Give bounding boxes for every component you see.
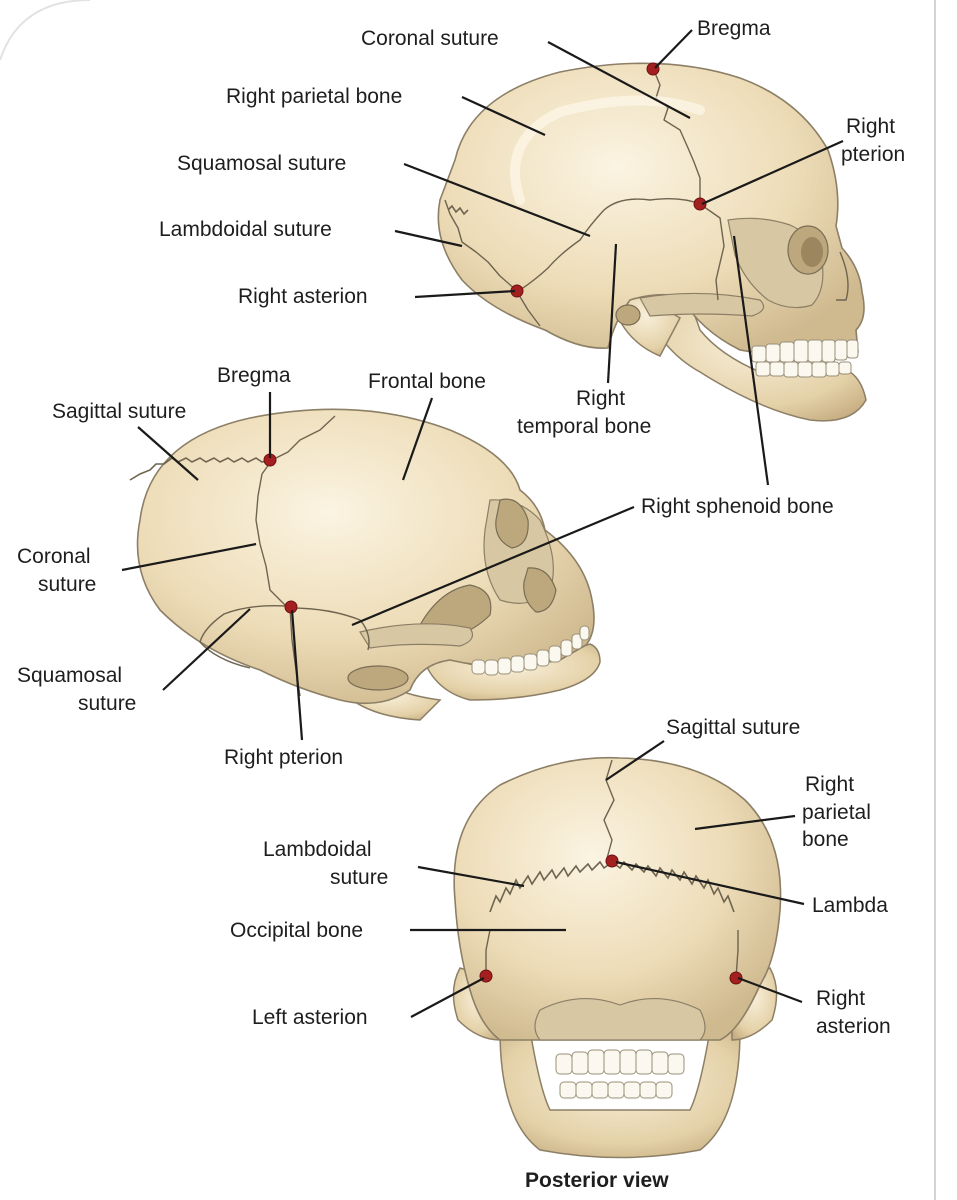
posterior-occipital-base	[534, 998, 706, 1041]
infant-nasal-cavity	[523, 567, 557, 613]
adult-ear-canal	[615, 304, 641, 326]
adult-zygomatic-arch	[639, 292, 765, 317]
infant-cranium	[136, 408, 595, 705]
infant-squamosal-suture-line	[199, 604, 287, 669]
posterior-right-asterion-dot	[729, 971, 743, 985]
skull-posterior-view	[452, 756, 782, 1159]
infant-pterion-dot	[284, 600, 298, 614]
adult-pterion-dot	[693, 197, 707, 211]
label-top-squamosal-suture: Squamosal suture	[177, 152, 346, 175]
posterior-left-asterion-suture	[485, 929, 491, 975]
frame-corner	[0, 0, 91, 61]
infant-sphenoid-suture-line	[289, 607, 370, 651]
label-post-lambda: Lambda	[812, 894, 888, 917]
label-post-sagittal-suture: Sagittal suture	[666, 716, 800, 739]
label-top-coronal-suture: Coronal suture	[361, 27, 499, 50]
posterior-right-asterion-suture	[735, 930, 739, 979]
label-post-right-parietal-line3: bone	[802, 828, 849, 851]
label-post-occipital-bone: Occipital bone	[230, 919, 363, 942]
label-mid-squamosal-line1: Squamosal	[17, 664, 122, 687]
adult-parietal-highlight	[510, 95, 705, 205]
adult-squamosal-suture-line	[519, 197, 701, 291]
label-top-right-pterion-line1: Right	[846, 115, 895, 138]
label-right-sphenoid-bone: Right sphenoid bone	[641, 495, 834, 518]
label-top-right-temporal-line1: Right	[576, 387, 625, 410]
label-post-lambdoidal-line1: Lambdoidal	[263, 838, 372, 861]
infant-orbit	[495, 498, 529, 549]
adult-coronal-suture-line	[652, 67, 701, 204]
infant-teeth	[471, 625, 590, 676]
label-top-lambdoidal-suture: Lambdoidal suture	[159, 218, 332, 241]
adult-orbit-inner	[801, 237, 823, 267]
label-mid-squamosal-line2: suture	[78, 692, 136, 715]
label-post-lambdoidal-line2: suture	[330, 866, 388, 889]
posterior-left-lambdoidal-zigzag	[489, 860, 613, 913]
adult-lambdoidal-suture-line	[444, 199, 541, 327]
label-mid-coronal-line2: suture	[38, 573, 96, 596]
leader-lines	[121, 29, 844, 1018]
label-post-right-parietal-line2: parietal	[802, 801, 871, 824]
infant-sagittal-zigzag	[129, 457, 271, 481]
label-mid-frontal-bone: Frontal bone	[368, 370, 486, 393]
infant-zygomatic-arch	[359, 623, 473, 649]
adult-mandible	[638, 289, 867, 422]
label-top-right-asterion: Right asterion	[238, 285, 368, 308]
label-top-right-temporal-line2: temporal bone	[517, 415, 651, 438]
label-top-right-parietal-bone: Right parietal bone	[226, 85, 402, 108]
label-post-right-asterion-line2: asterion	[816, 1015, 891, 1038]
label-top-bregma: Bregma	[697, 17, 771, 40]
posterior-mandible	[499, 1029, 741, 1159]
label-top-right-pterion-line2: pterion	[841, 143, 905, 166]
label-post-left-asterion: Left asterion	[252, 1006, 368, 1029]
label-mid-bregma: Bregma	[217, 364, 291, 387]
infant-coronal-suture-line	[255, 415, 336, 607]
posterior-cranium	[453, 756, 782, 1041]
posterior-lambda-dot	[605, 854, 619, 868]
posterior-sagittal-suture-line	[603, 759, 615, 863]
adult-sphenoid-suture-line	[699, 203, 725, 301]
label-post-right-asterion-line1: Right	[816, 987, 865, 1010]
adult-lambdoidal-zigzag	[447, 204, 469, 216]
infant-ear-canal	[347, 665, 409, 691]
infant-skull-lateral	[129, 408, 601, 721]
label-mid-coronal-line1: Coronal	[17, 545, 91, 568]
label-mid-right-pterion: Right pterion	[224, 746, 343, 769]
caption-posterior-view: Posterior view	[525, 1169, 669, 1192]
label-post-right-parietal-line1: Right	[805, 773, 854, 796]
label-mid-sagittal-suture: Sagittal suture	[52, 400, 186, 423]
adult-skull-lateral	[437, 62, 867, 422]
adult-teeth	[751, 339, 859, 378]
posterior-teeth	[555, 1049, 685, 1099]
adult-nasal	[836, 251, 849, 301]
